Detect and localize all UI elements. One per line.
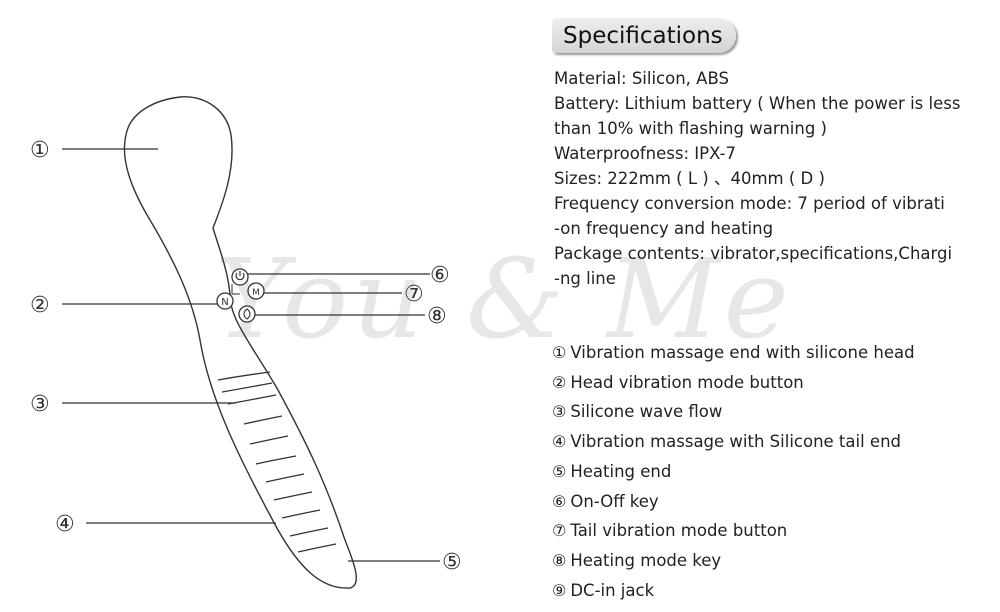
head-mode-label: N [221,297,228,308]
callout-2: ② [30,293,50,318]
heat-button[interactable] [238,305,256,323]
device-outline [123,96,358,589]
legend-number: ④ [552,432,567,452]
silicone-wave-ribs [217,371,337,553]
legend-number: ⑧ [552,550,567,570]
specifications-text: Material: Silicon, ABS Battery: Lithium … [554,66,994,291]
power-button[interactable] [231,268,249,286]
watermark: You & Me [215,235,793,363]
spec-line: -on frequency and heating [554,219,774,238]
button-frame [231,284,240,295]
leader-lines [62,148,440,562]
spec-line: than 10% with flashing warning ) [554,119,827,138]
legend-number: ⑥ [552,491,567,511]
spec-line: Material: Silicon, ABS [554,69,729,88]
legend-label: Silicone wave flow [570,402,723,422]
legend-number: ⑨ [552,580,567,600]
legend-number: ② [552,372,567,392]
power-icon [235,271,245,281]
callout-4: ④ [55,512,75,537]
callout-7: ⑦ [404,282,424,307]
legend-label: Heating mode key [570,550,722,570]
legend-label: DC-in jack [570,580,655,600]
head-mode-button[interactable] [216,292,234,310]
legend-label: Tail vibration mode button [570,521,788,541]
spec-line: Battery: Lithium battery ( When the powe… [554,94,961,113]
callout-3: ③ [30,392,50,417]
legend-number: ③ [552,402,567,422]
specifications-title: Specifications [563,23,723,49]
spec-line: -ng line [554,269,616,288]
legend-label: Head vibration mode button [570,372,804,392]
callout-1: ① [30,138,50,163]
spec-line: Waterproofness: IPX-7 [554,144,737,163]
callout-8: ⑧ [427,304,447,329]
tail-mode-button[interactable] [247,282,265,300]
spec-line: Sizes: 222mm ( L ) 、40mm ( D ) [554,169,825,188]
callout-5: ⑤ [442,550,462,575]
tail-mode-label: M [252,288,260,298]
legend-number: ① [552,343,567,362]
spec-line: Package contents: vibrator,specification… [554,244,953,263]
button-cluster: N M [216,268,265,323]
flame-icon [243,308,251,320]
legend-label: Vibration massage end with silicone head [570,343,915,362]
legend-number: ⑤ [552,461,567,481]
legend-label: Vibration massage with Silicone tail end [570,432,902,452]
legend-number: ⑦ [552,521,567,541]
legend-label: On-Off key [570,491,659,511]
callout-6: ⑥ [430,263,450,288]
specifications-header: Specifications [552,18,736,53]
spec-line: Frequency conversion mode: 7 period of v… [554,194,945,213]
legend-label: Heating end [570,461,672,481]
